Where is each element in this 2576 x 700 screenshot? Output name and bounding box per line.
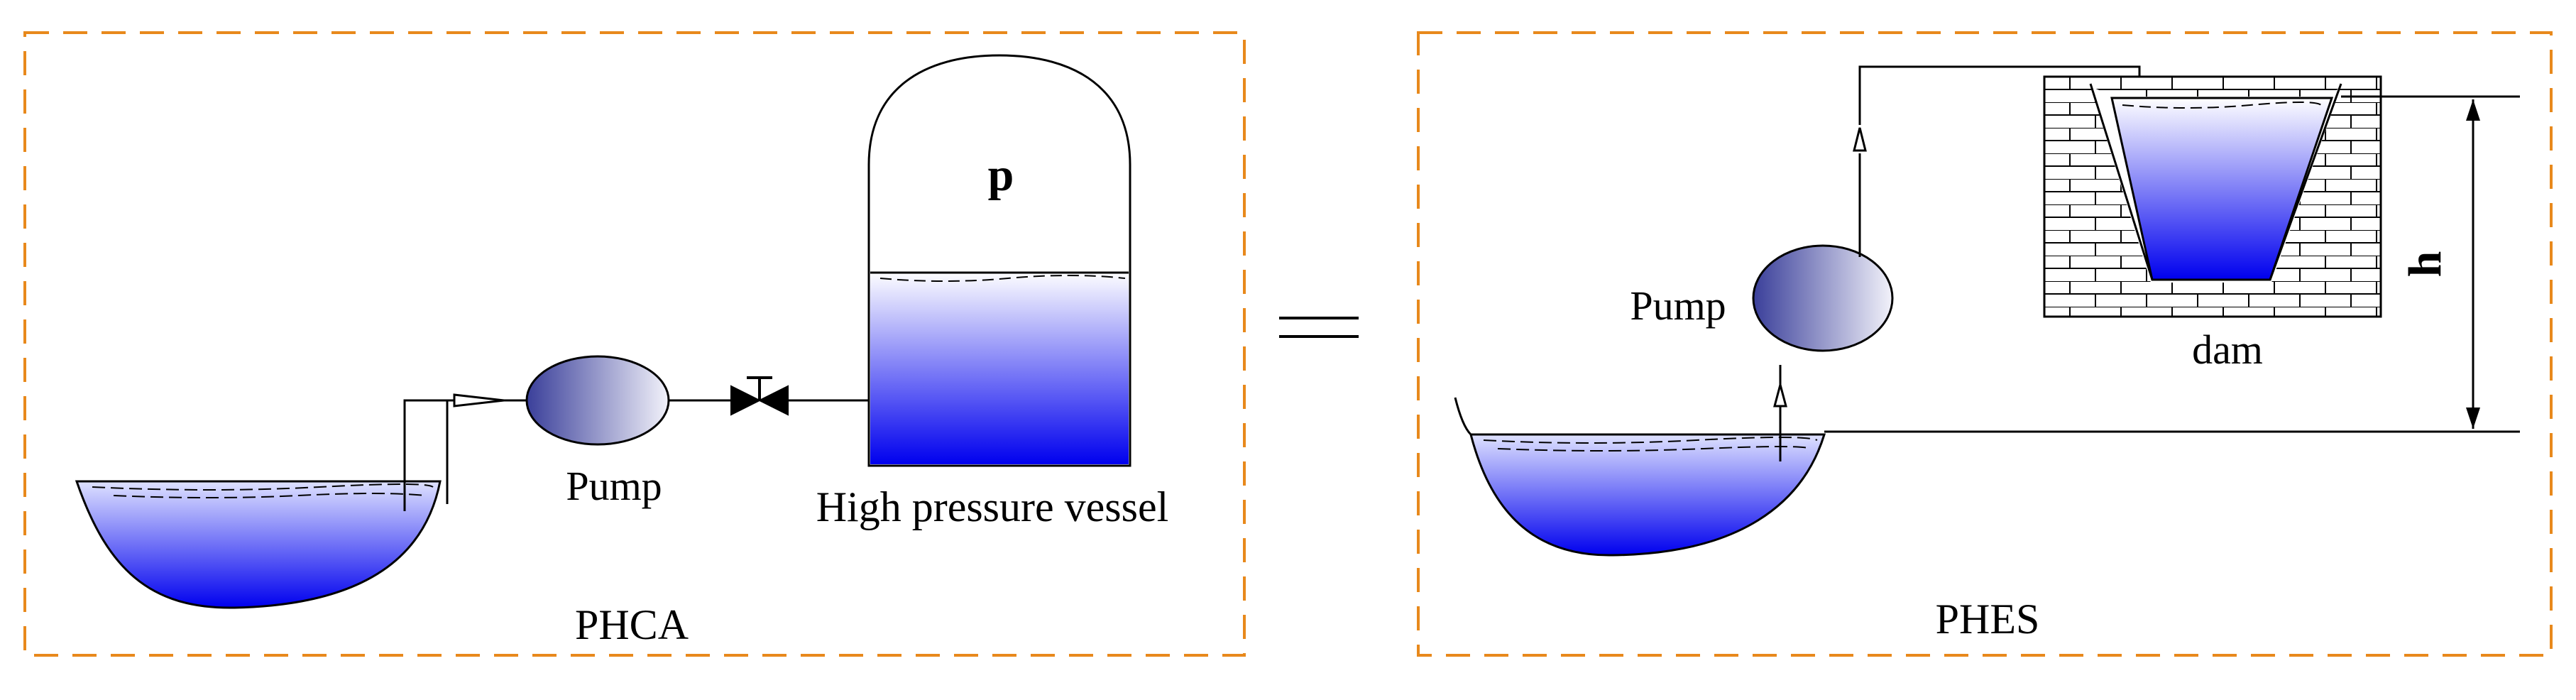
dam xyxy=(2043,75,2382,318)
dam-label: dam xyxy=(2192,327,2263,373)
high-pressure-vessel xyxy=(867,54,1131,467)
phes-suction-arrow-icon xyxy=(1773,381,1787,408)
phca-panel: Pump p High pressure vessel PHCA xyxy=(23,31,1246,657)
dimension-arrow-up-icon xyxy=(2466,99,2480,121)
vessel-label: High pressure vessel xyxy=(816,483,1169,530)
height-dimension xyxy=(2466,99,2480,429)
pressure-label: p xyxy=(988,149,1014,201)
equals-sign xyxy=(1279,317,1359,338)
valve-icon xyxy=(730,376,789,416)
phca-lower-reservoir xyxy=(75,480,442,609)
phes-lower-reservoir xyxy=(1454,397,1826,557)
height-label: h xyxy=(2399,251,2451,278)
phes-pump xyxy=(1752,244,1894,352)
phes-discharge-arrow-icon xyxy=(1853,127,1867,152)
phes-panel: Pump dam h PHES xyxy=(1417,31,2553,657)
phes-pump-label: Pump xyxy=(1630,283,1726,329)
vessel-water xyxy=(870,271,1129,464)
phes-caption: PHES xyxy=(1936,596,2040,642)
phca-pump xyxy=(525,355,670,446)
phca-caption: PHCA xyxy=(575,601,689,648)
dimension-arrow-down-icon xyxy=(2466,408,2480,429)
phca-flow-arrow-icon xyxy=(453,393,505,408)
phes-frame xyxy=(1417,31,2553,657)
phca-intake-pipe xyxy=(403,399,454,511)
phca-pump-label: Pump xyxy=(566,463,662,509)
